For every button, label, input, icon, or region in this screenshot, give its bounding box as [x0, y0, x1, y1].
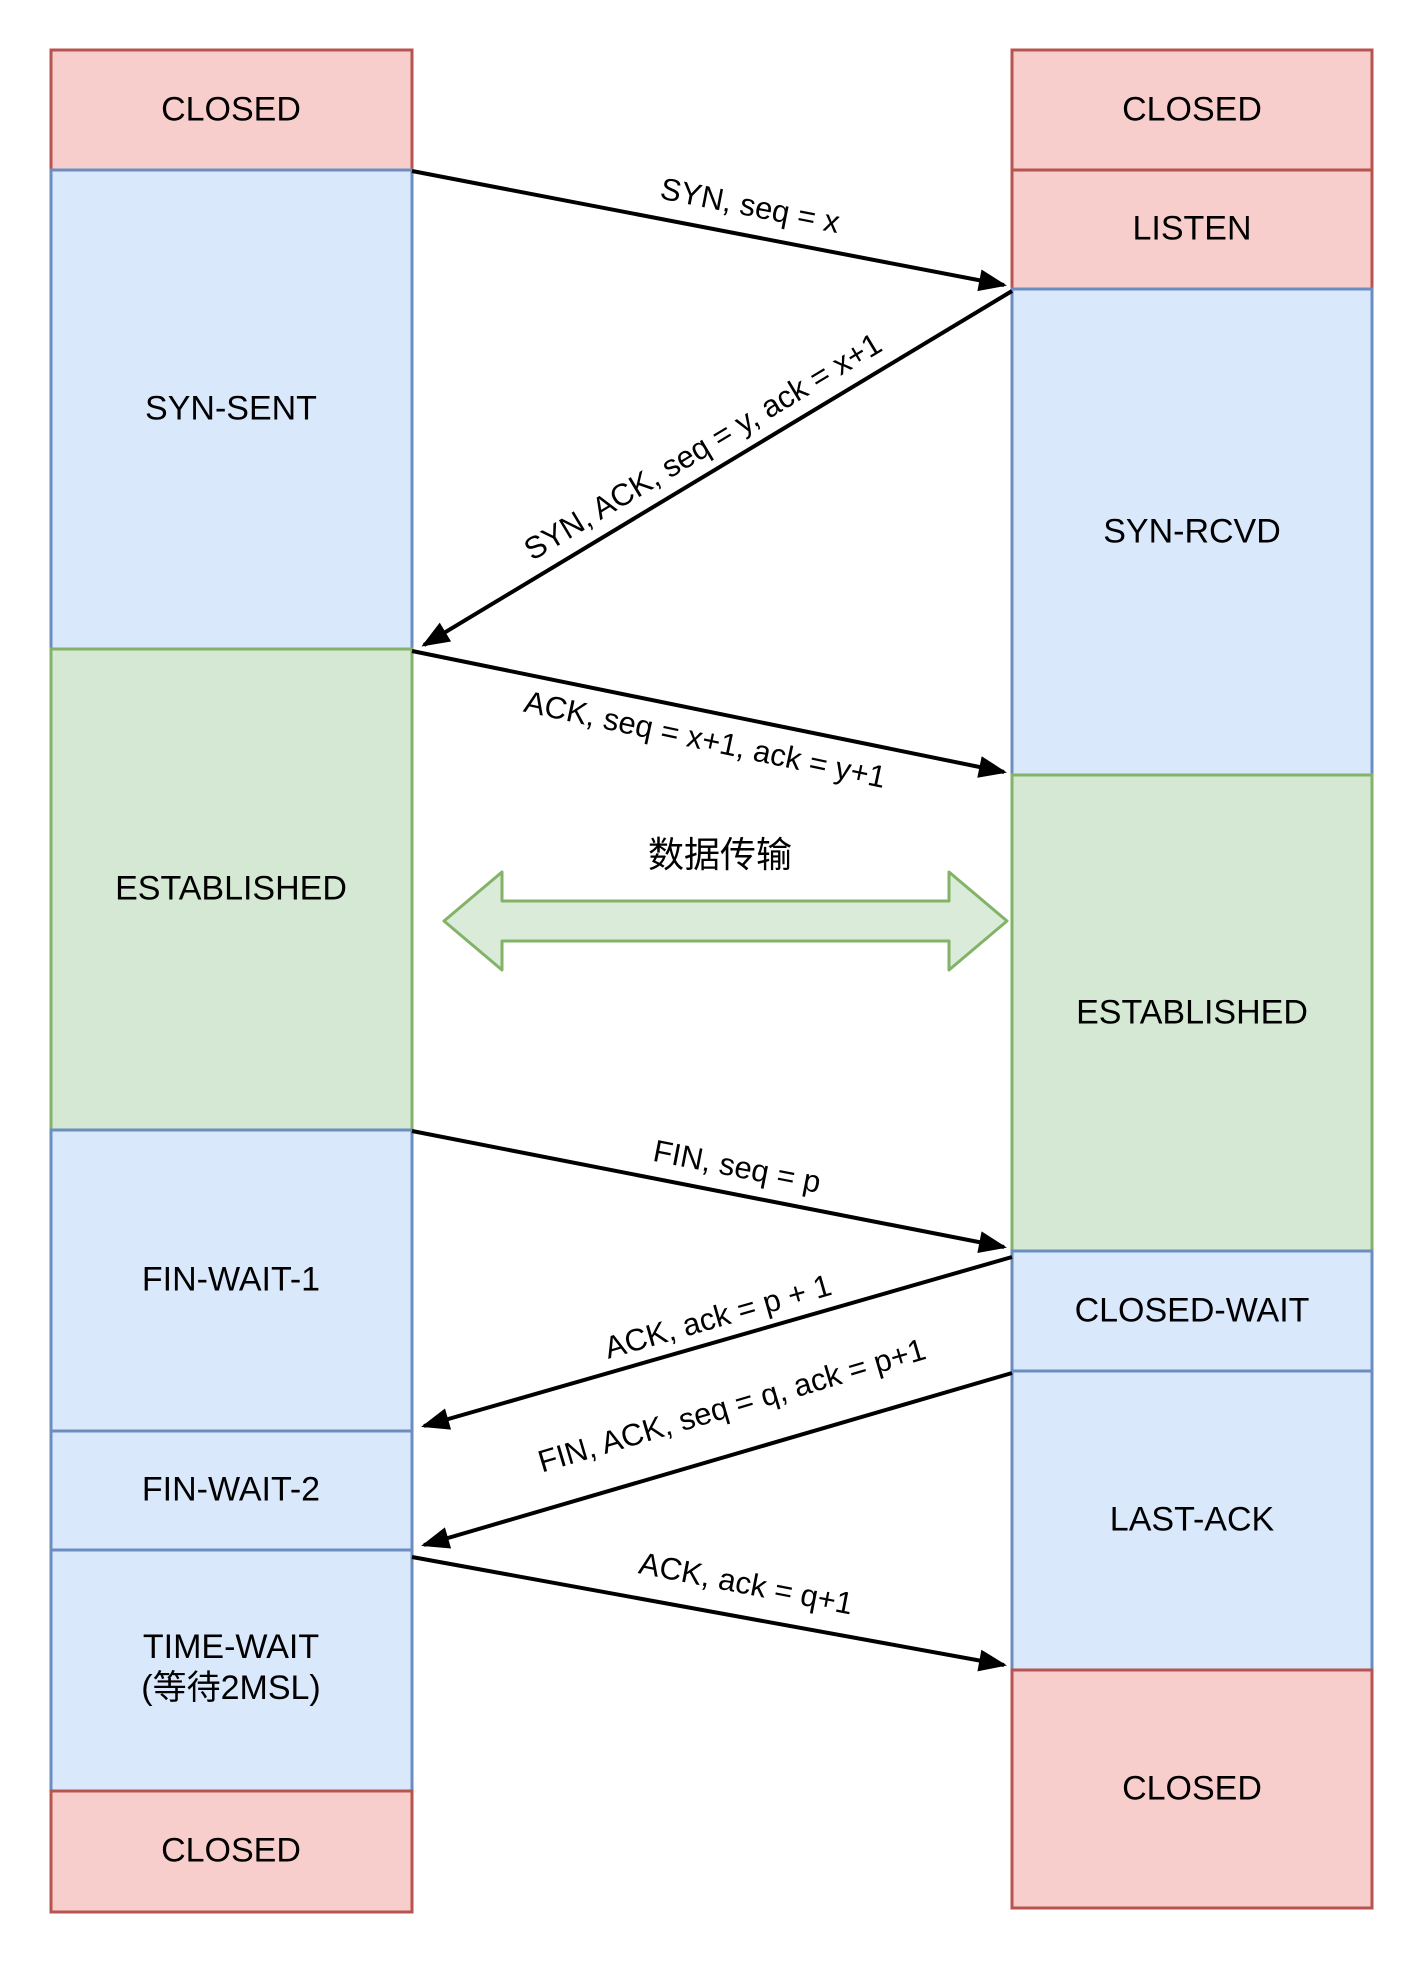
client-fin-wait-1-box [49, 1128, 414, 1433]
client-state-closed-final: CLOSED [161, 1831, 301, 1870]
arrow-fin [411, 1129, 1007, 1253]
server-syn-rcvd-box [1010, 287, 1374, 777]
client-closed-initial-box [49, 48, 414, 172]
message-label-data-transfer: 数据传输 [647, 835, 793, 877]
client-state-syn-sent: SYN-SENT [145, 389, 317, 428]
server-state-syn-rcvd: SYN-RCVD [1103, 512, 1281, 551]
arrow-last-ack [411, 1555, 1007, 1672]
data-transfer-double-arrow [442, 870, 1009, 972]
arrow-syn [411, 169, 1007, 292]
client-closed-final-box [49, 1789, 414, 1914]
client-state-closed-initial: CLOSED [161, 90, 301, 129]
client-state-time-wait-line2: (等待2MSL) [141, 1669, 321, 1707]
client-state-time-wait-line1: TIME-WAIT [142, 1628, 320, 1667]
server-established-box [1010, 773, 1374, 1253]
client-state-fin-wait-2: FIN-WAIT-2 [141, 1470, 321, 1509]
client-syn-sent-box [49, 168, 414, 651]
server-state-listen: LISTEN [1132, 209, 1252, 248]
arrow-ack-of-fin [421, 1255, 1013, 1430]
client-state-time-wait: TIME-WAIT (等待2MSL) [141, 1627, 320, 1709]
arrow-syn-ack [421, 289, 1014, 647]
server-state-established: ESTABLISHED [1076, 993, 1308, 1032]
arrow-ack [411, 649, 1007, 778]
client-state-fin-wait-1: FIN-WAIT-1 [141, 1260, 321, 1299]
server-state-closed-wait: CLOSED-WAIT [1074, 1291, 1310, 1330]
server-state-last-ack: LAST-ACK [1109, 1500, 1275, 1539]
server-closed-final-box [1010, 1668, 1374, 1910]
server-closed-initial-box [1010, 48, 1374, 172]
server-last-ack-box [1010, 1369, 1374, 1672]
server-state-closed-initial: CLOSED [1122, 90, 1262, 129]
client-state-established: ESTABLISHED [115, 869, 347, 908]
server-state-closed-final: CLOSED [1122, 1769, 1262, 1808]
server-closed-wait-box [1010, 1249, 1374, 1373]
client-established-box [49, 647, 414, 1132]
client-time-wait-box [49, 1548, 414, 1793]
arrow-fin-ack [421, 1371, 1013, 1549]
